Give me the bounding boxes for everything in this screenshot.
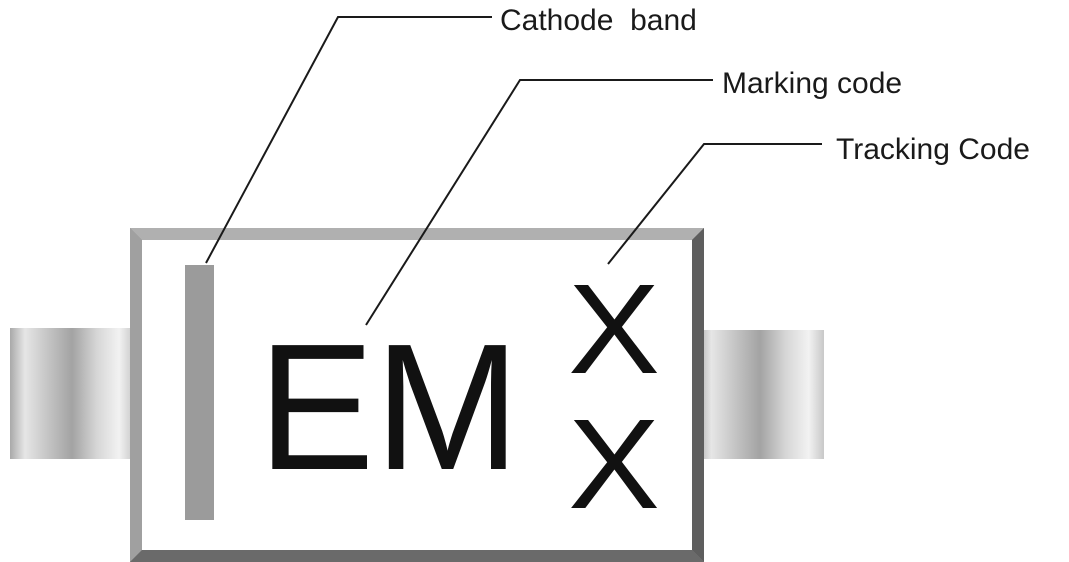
marking-code-leader-line — [365, 79, 713, 326]
marking-code-text: EM — [258, 307, 520, 508]
package-body — [130, 228, 704, 562]
tracking-code-label: Tracking Code — [836, 133, 1030, 166]
marking-code-label: Marking code — [722, 67, 902, 100]
cathode-band — [185, 265, 214, 520]
tracking-code-leader-line — [607, 143, 822, 265]
left-lead — [10, 328, 134, 459]
tracking-code-bottom: X — [568, 393, 660, 536]
right-lead — [696, 330, 824, 459]
cathode-band-label: Cathode band — [500, 4, 697, 37]
tracking-code-top: X — [568, 258, 660, 401]
cathode-band-leader-line — [205, 16, 492, 264]
